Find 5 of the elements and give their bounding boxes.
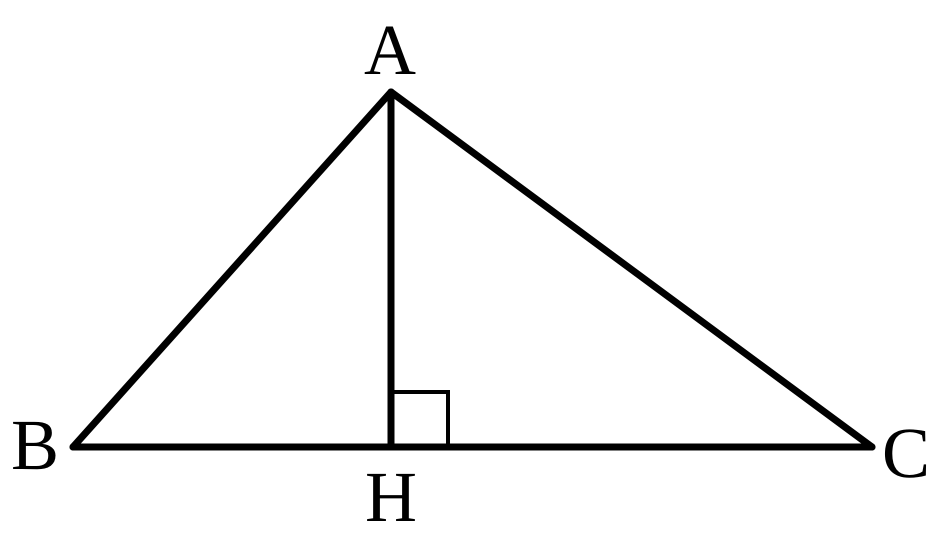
vertex-label: B <box>0 407 70 483</box>
vertex-label: C <box>876 415 936 491</box>
vertex-label: H <box>356 459 426 535</box>
vertex-label: A <box>355 12 425 88</box>
line-segment <box>70 444 876 450</box>
